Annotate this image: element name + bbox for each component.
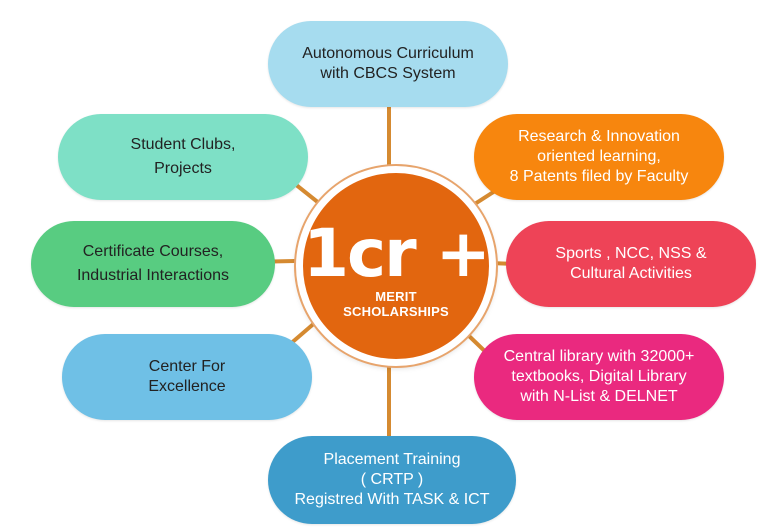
node-research-line-2: oriented learning, xyxy=(537,148,661,165)
node-curriculum-line-2: with CBCS System xyxy=(320,65,456,82)
node-sports-line-1: Sports , NCC, NSS & xyxy=(555,245,707,262)
node-research-line-1: Research & Innovation xyxy=(518,128,680,145)
node-excellence-line-2: Excellence xyxy=(148,378,226,395)
node-research: Research & Innovation oriented learning,… xyxy=(474,114,724,200)
node-certificate: Certificate Courses, Industrial Interact… xyxy=(31,221,275,307)
node-placement-line-3: Registred With TASK & ICT xyxy=(294,491,490,508)
node-curriculum: Autonomous Curriculum with CBCS System xyxy=(268,21,508,107)
node-clubs: Student Clubs, Projects xyxy=(58,114,308,200)
node-library-line-1: Central library with 32000+ xyxy=(503,348,695,365)
node-certificate-line-1: Certificate Courses, xyxy=(82,243,224,260)
node-curriculum-line-1: Autonomous Curriculum xyxy=(302,45,474,62)
node-certificate-line-2: Industrial Interactions xyxy=(76,267,230,284)
hub-headline: 1cr + xyxy=(303,215,491,292)
node-placement: Placement Training ( CRTP ) Registred Wi… xyxy=(268,436,516,524)
hub-label-line-1: MERIT xyxy=(375,289,417,304)
node-excellence: Center For Excellence xyxy=(62,334,312,420)
hub-label-line-2: SCHOLARSHIPS xyxy=(343,304,449,319)
node-research-line-3: 8 Patents filed by Faculty xyxy=(509,168,689,185)
scholarship-hub: 1cr + MERIT SCHOLARSHIPS xyxy=(296,166,496,366)
node-sports-line-2: Cultural Activities xyxy=(570,265,692,282)
node-sports: Sports , NCC, NSS & Cultural Activities xyxy=(506,221,756,307)
node-excellence-line-1: Center For xyxy=(148,358,226,375)
node-clubs-line-2: Projects xyxy=(154,160,212,177)
node-library-line-2: textbooks, Digital Library xyxy=(511,368,687,385)
node-placement-line-2: ( CRTP ) xyxy=(360,471,424,488)
node-placement-line-1: Placement Training xyxy=(323,451,461,468)
node-library-line-3: with N-List & DELNET xyxy=(520,388,678,405)
node-library: Central library with 32000+ textbooks, D… xyxy=(474,334,724,420)
node-clubs-line-1: Student Clubs, xyxy=(130,136,236,153)
